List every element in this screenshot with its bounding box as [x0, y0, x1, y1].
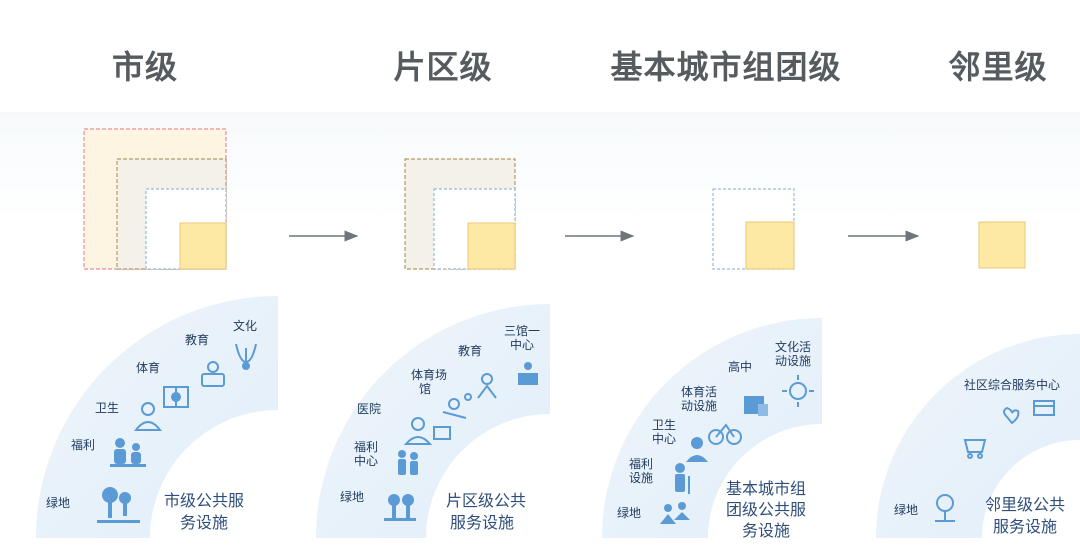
facility-name-neighborhood: 邻里级公共服务设施	[985, 495, 1066, 536]
item-label-culture-facility: 文化活动设施	[775, 340, 812, 368]
podium-icon	[518, 362, 538, 385]
cyclist-icon	[708, 423, 742, 445]
tree-icon	[935, 494, 955, 522]
fan-cluster	[602, 318, 822, 538]
shop-icon	[1033, 400, 1055, 416]
item-label-three-halls: 三馆一中心	[504, 324, 541, 352]
facility-name-city: 市级公共服务设施	[164, 491, 245, 532]
nested-squares-city	[83, 128, 227, 270]
fan-city	[36, 296, 278, 538]
medic-icon	[686, 437, 708, 462]
nurse-icon	[403, 417, 451, 445]
level-title-city: 市级	[111, 48, 178, 86]
walking-elders-icon	[398, 450, 418, 475]
tree-icon	[97, 487, 140, 523]
people-icon	[110, 438, 146, 467]
item-label-sports: 体育	[136, 361, 161, 375]
item-label-health-center: 卫生中心	[652, 418, 677, 446]
stroller-icon	[963, 439, 987, 459]
fan-neighborhood	[876, 334, 1080, 538]
item-label-education: 教育	[458, 344, 483, 358]
fan-district	[316, 304, 550, 538]
item-label-welfare-facility: 福利设施	[629, 457, 654, 485]
item-label-education: 教育	[185, 333, 210, 347]
elder-cane-icon	[675, 463, 690, 494]
item-label-sports-facility: 体育活动设施	[681, 385, 718, 413]
item-label-green-space: 绿地	[46, 496, 71, 510]
student-icon	[477, 373, 497, 399]
runners-icon	[660, 502, 690, 524]
item-label-culture: 文化	[233, 319, 258, 333]
gym-icon	[163, 386, 189, 408]
doctor-icon	[133, 402, 163, 431]
nested-squares-district	[404, 158, 516, 270]
item-label-green-space: 绿地	[617, 506, 642, 520]
item-label-hospital: 医院	[357, 402, 382, 416]
classroom-icon	[744, 396, 768, 416]
ball-game-icon	[442, 393, 472, 419]
item-label-welfare-center: 福利中心	[354, 440, 379, 468]
item-label-high-school: 高中	[728, 360, 753, 374]
lyre-icon	[235, 343, 257, 370]
sun-icon	[782, 375, 814, 407]
nested-squares-neighborhood	[978, 221, 1026, 269]
level-title-cluster: 基本城市组团级	[610, 48, 842, 86]
item-label-welfare: 福利	[71, 438, 96, 452]
item-label-green-space: 绿地	[340, 490, 365, 504]
item-label-green-space: 绿地	[894, 503, 919, 517]
tree-icon	[384, 494, 416, 521]
level-title-district: 片区级	[393, 48, 493, 86]
item-label-community-center: 社区综合服务中心	[964, 378, 1061, 392]
item-label-stadium: 体育场馆	[411, 368, 448, 396]
facility-name-district: 片区级公共服务设施	[446, 491, 527, 532]
level-title-neighborhood: 邻里级	[948, 48, 1048, 86]
teacher-icon	[201, 361, 225, 387]
nested-squares-cluster	[712, 188, 795, 270]
item-label-health: 卫生	[95, 401, 120, 415]
facility-name-cluster: 基本城市组 团级公共服 务设施	[726, 479, 807, 540]
heart-service-icon	[1003, 406, 1020, 425]
